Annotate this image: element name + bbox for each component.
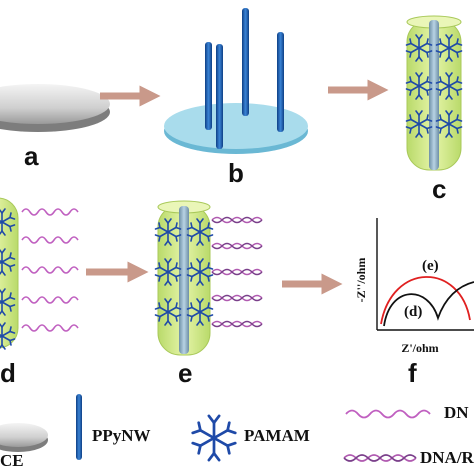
panel-label-b: b <box>228 158 244 188</box>
curve-e <box>380 276 471 325</box>
legend-dna-rna: DNA/R <box>343 448 474 467</box>
legend-dna-label: DN <box>444 403 469 422</box>
panel-b-nanowire-array <box>164 8 308 154</box>
legend-ppynw: PPyNW <box>76 394 151 460</box>
legend-gce: CE <box>0 423 48 470</box>
x-axis-label: Z'/ohm <box>401 341 438 355</box>
plot-axes <box>376 218 474 331</box>
legend-dna: DN <box>345 403 469 422</box>
y-axis-label: -Z''/ohm <box>354 258 368 303</box>
legend-pamam: PAMAM <box>191 414 310 462</box>
panel-label-e: e <box>178 358 192 388</box>
panel-d-probe-dna <box>0 197 79 350</box>
curve-d <box>383 281 474 327</box>
panel-label-d: d <box>0 358 16 388</box>
panel-a-electrode-disk <box>0 84 110 132</box>
curve-d-label: (d) <box>404 304 422 320</box>
panel-c-coated-nanowire <box>405 15 463 171</box>
panel-label-f: f <box>408 358 417 388</box>
legend-dna-rna-label: DNA/R <box>420 448 474 467</box>
legend-gce-label: CE <box>0 451 24 470</box>
panel-label-c: c <box>432 174 446 204</box>
panel-e-hybridized-strands <box>154 200 263 356</box>
legend: CE PPyNW PAMAM DN DNA/R <box>0 394 474 470</box>
legend-pamam-label: PAMAM <box>244 426 310 445</box>
panel-f-impedance-plot: (e) (d) -Z''/ohm Z'/ohm <box>354 218 474 355</box>
legend-ppynw-label: PPyNW <box>92 426 151 445</box>
panel-label-a: a <box>24 141 39 171</box>
curve-e-label: (e) <box>422 258 439 274</box>
